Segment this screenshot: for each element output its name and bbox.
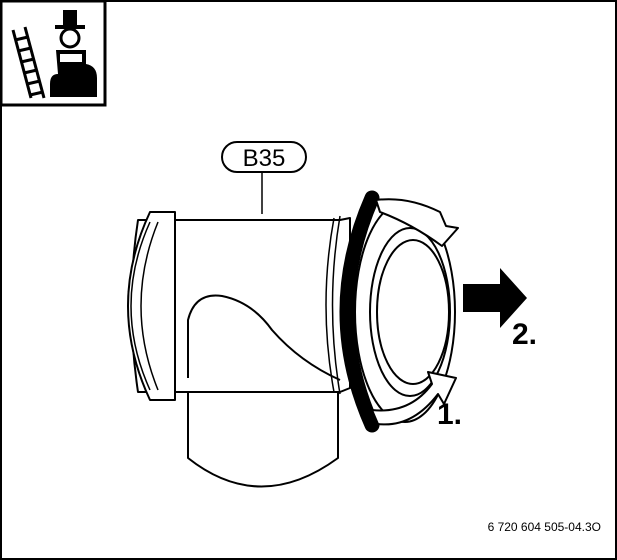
callout-b35: B35 [221,141,307,214]
rotate-arrow-icon [371,198,459,426]
chimney-sweep-icon [0,0,107,107]
step-label-1: 1. [437,398,462,431]
pull-arrow-icon [463,268,527,328]
tee-pipe [127,211,351,488]
step-label-2: 2. [512,318,537,351]
figure-code: 6 720 604 505-04.3O [488,520,601,534]
callout-label: B35 [243,145,286,172]
clamp-ring [339,190,380,433]
inspection-cover [354,201,456,423]
pipe-right-collar [325,217,335,393]
pipe-left-flange [127,211,176,401]
pipe-branch-down [187,378,339,488]
pipe-branch-curve [187,294,341,381]
